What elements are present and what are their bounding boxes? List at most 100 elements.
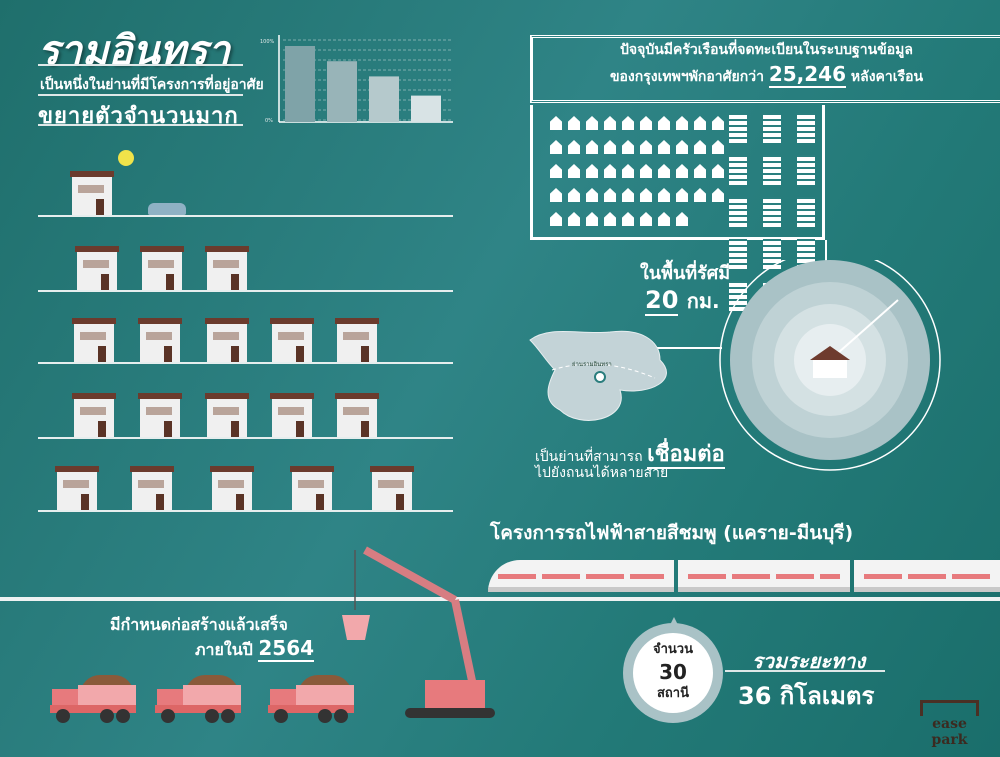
household-stat-box: ปัจจุบันมีครัวเรือนที่จดทะเบียนในระบบฐาน… [530,35,1000,103]
house-icon [70,171,114,215]
house-icon [640,188,652,202]
house-icon [550,188,562,202]
house-icon [335,318,379,362]
house-icon [550,164,562,178]
train-car [488,560,674,592]
house-icon [270,393,314,437]
house-icon [658,212,670,226]
house-icon [604,140,616,154]
building-icon [763,239,781,269]
building-icon [797,239,815,269]
house-icon [622,188,634,202]
house-icon [586,164,598,178]
house-icon [640,116,652,130]
house-icon [712,116,724,130]
house-icon [658,140,670,154]
household-icon-grid [530,105,825,311]
distance-label: รวมระยะทาง [752,649,866,673]
house-icon [676,212,688,226]
dump-truck-icon [155,675,241,723]
house-icon [604,212,616,226]
building-icon [763,197,781,227]
house-icon [550,140,562,154]
dump-truck-icon [268,675,354,723]
house-icon [586,116,598,130]
map-caption: เป็นย่านที่สามารถ [535,449,643,465]
crane-icon [342,546,495,718]
page-title: รามอินทรา [38,28,230,74]
house-icon [604,164,616,178]
house-icon [676,116,688,130]
household-text: หลังคาเรือน [850,69,924,85]
subtitle: เป็นหนึ่งในย่านที่มีโครงการที่อยู่อาศัย [40,77,264,93]
house-icon [370,466,414,510]
house-icon [55,466,99,510]
house-icon [622,116,634,130]
house-icon [568,140,580,154]
house-icon [210,466,254,510]
station-badge: จำนวน 30 สถานี [623,617,723,723]
radius-value: 20 [645,286,679,316]
ground-line [38,290,453,292]
house-icon [604,116,616,130]
completion-year: 2564 [258,636,315,662]
house-icon [205,318,249,362]
ground-line [38,215,453,217]
house-icon [550,212,562,226]
ground-line [38,510,453,512]
house-icon [140,246,184,290]
rail-line [0,597,1000,601]
house-icon [586,212,598,226]
building-icon [797,155,815,185]
station-label: จำนวน [653,642,693,657]
house-icon [640,164,652,178]
building-icon [797,197,815,227]
map-caption-highlight: เชื่อมต่อ [647,442,725,469]
train-car [854,560,1000,592]
bar [285,46,315,122]
house-icon [640,140,652,154]
house-icon [568,116,580,130]
house-icon [712,140,724,154]
house-icon [810,346,850,360]
house-icon [622,212,634,226]
building-icon [763,155,781,185]
completion-line2: ภายในปี [195,640,253,659]
house-icon [138,318,182,362]
sun-icon [118,150,134,166]
divider [38,124,243,126]
household-text: ปัจจุบันมีครัวเรือนที่จดทะเบียนในระบบฐาน… [620,42,913,58]
building-icon [729,239,747,269]
map-caption-line2: ไปยังถนนได้หลายสาย [535,465,669,481]
car-icon [148,203,186,215]
bar [327,61,357,122]
building-icon [729,281,747,311]
bar [411,95,441,122]
house-icon [75,246,119,290]
house-icon [712,188,724,202]
house-icon [270,318,314,362]
house-icon [550,116,562,130]
house-icon [622,164,634,178]
ease-park-logo: ease park [912,700,987,748]
map-pin-label: ย่านรามอินทรา [572,361,612,368]
completion-line1: มีกำหนดก่อสร้างแล้วเสร็จ [110,615,288,634]
house-icon [676,188,688,202]
household-text: ของกรุงเทพฯพักอาศัยกว่า [609,69,764,85]
house-icon [586,140,598,154]
radius-line [829,299,899,361]
house-icon [586,188,598,202]
station-label: สถานี [657,686,689,701]
ground-line [38,362,453,364]
house-icon [568,188,580,202]
house-icon [658,116,670,130]
radius-label: ในพื้นที่รัศมี [640,263,731,284]
house-icon [694,116,706,130]
house-icon [138,393,182,437]
building-icon [763,113,781,143]
ytick-label: 100% [260,39,275,45]
house-icon [290,466,334,510]
growth-bar-chart: 100% 0% [260,35,453,124]
house-icon [712,164,724,178]
house-icon [694,188,706,202]
